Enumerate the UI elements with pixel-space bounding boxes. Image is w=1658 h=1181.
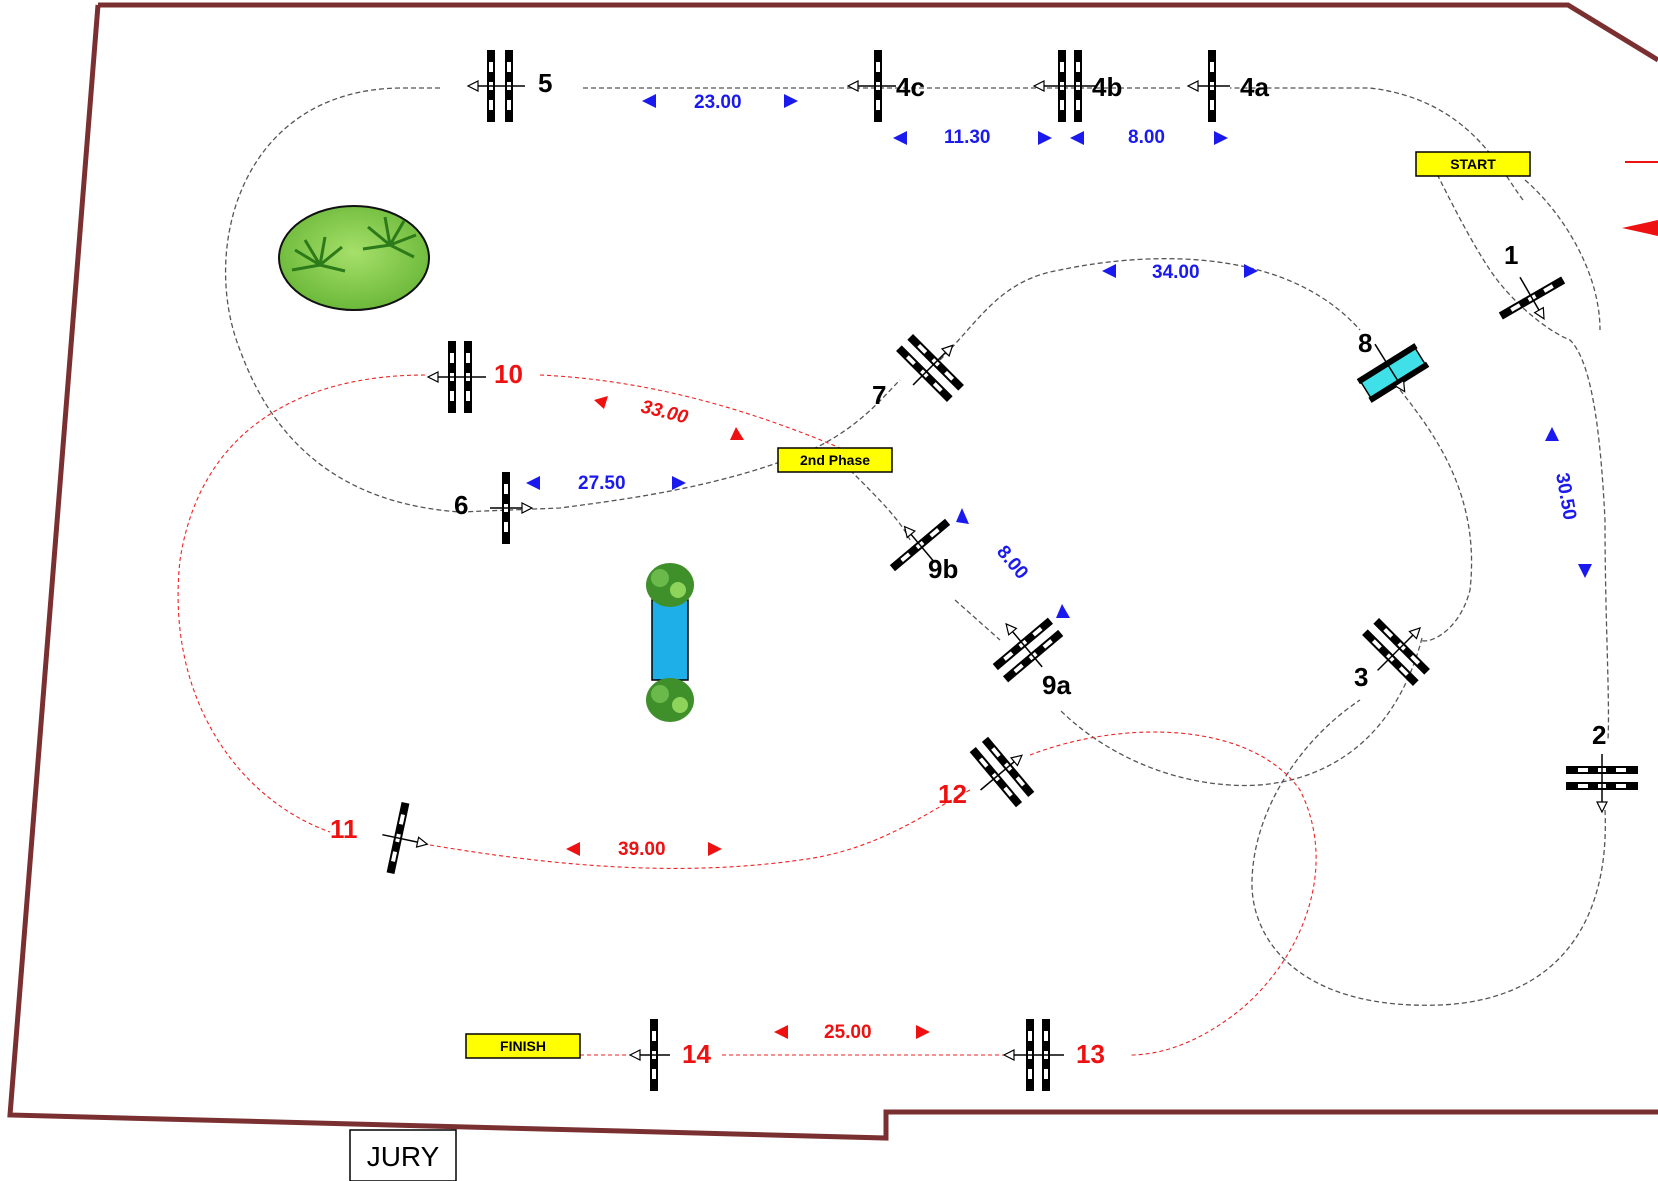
second-phase-label: 2nd Phase [777,447,893,473]
jump-label-9b: 9b [928,554,958,584]
jump-2 [1566,754,1638,813]
jump-10 [427,341,486,413]
distance-7-8: 34.00 [1152,262,1200,283]
jump-label-9a: 9a [1042,670,1071,700]
jump-label-4b: 4b [1092,72,1122,102]
jump-11 [382,801,429,875]
jump-7 [896,334,964,402]
jump-6 [490,472,533,544]
jump-9a [992,617,1064,683]
jump-label-2: 2 [1592,720,1606,750]
phase2-distances: 33.00 39.00 25.00 [566,396,930,1043]
jump-3 [1362,618,1430,686]
distance-5-4c: 23.00 [694,92,742,113]
distance-10-2nd: 33.00 [639,396,691,428]
distance-9b-9a: 8.00 [992,542,1032,584]
arena-border [7,2,1658,1141]
jump-14 [629,1019,670,1091]
jump-9b [889,518,951,572]
jump-4c [847,50,896,122]
second-phase-label-text: 2nd Phase [800,452,870,468]
jump-label-8: 8 [1358,328,1372,358]
jump-label-12: 12 [938,779,967,809]
distance-11-12: 39.00 [618,839,666,860]
jump-label-5: 5 [538,68,552,98]
jury-label: JURY [367,1141,440,1172]
jump-13 [1003,1019,1064,1091]
jump-label-14: 14 [682,1039,711,1069]
jump-4b [1033,50,1096,122]
distance-1-2: 30.50 [1551,471,1580,521]
bush-decoration [278,205,430,311]
jump-5 [467,50,525,122]
distance-4c-4b: 11.30 [944,127,991,148]
finish-label: FINISH [465,1033,581,1059]
jump-1 [1498,276,1566,322]
jump-label-3: 3 [1354,662,1368,692]
distance-6-7: 27.50 [578,473,626,494]
jump-label-7: 7 [872,380,886,410]
jump-label-10: 10 [494,359,523,389]
water-obstacle [646,563,694,722]
start-label: START [1415,151,1531,177]
finish-label-text: FINISH [500,1038,546,1054]
jury-box: JURY [349,1129,457,1181]
jump-4a [1187,50,1230,122]
start-label-text: START [1450,156,1496,172]
jump-label-13: 13 [1076,1039,1105,1069]
jump-label-6: 6 [454,490,468,520]
phase2-path [177,374,1317,1056]
jump-label-4c: 4c [896,72,925,102]
jump-12 [969,736,1035,808]
distance-4b-4a: 8.00 [1128,127,1165,148]
distance-13-14: 25.00 [824,1022,872,1043]
jump-8 [1356,343,1430,403]
jump-label-1: 1 [1504,240,1518,270]
jump-label-11: 11 [330,814,358,844]
jump-label-4a: 4a [1240,72,1269,102]
